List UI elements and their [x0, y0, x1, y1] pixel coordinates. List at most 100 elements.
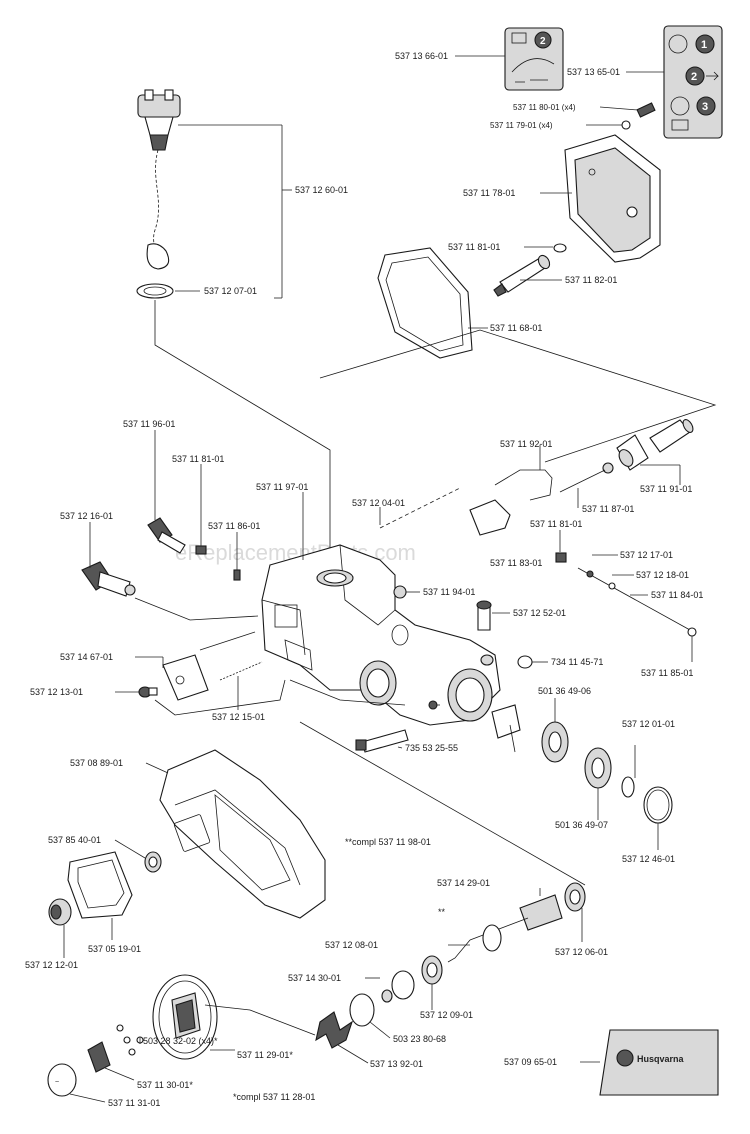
seal-40 — [144, 851, 162, 873]
label-537-12-07-01: 537 12 07-01 — [204, 286, 257, 296]
label-537-11-30-01: 537 11 30-01* — [137, 1080, 193, 1090]
svg-text:2: 2 — [691, 71, 697, 83]
nut-81-c — [555, 552, 567, 563]
label-compl-537-11-28-01: *compl 537 11 28-01 — [233, 1092, 315, 1102]
label-537-14-29-01: 537 14 29-01 — [437, 878, 490, 888]
cap-12 — [48, 898, 72, 926]
plug-94 — [393, 585, 407, 599]
bolt-25-55 — [355, 729, 409, 753]
plate-19 — [67, 851, 133, 919]
label-537-08-89-01: 537 08 89-01 — [70, 758, 123, 768]
label-537-11-29-01: 537 11 29-01* — [237, 1050, 293, 1060]
label-537-11-79-01: 537 11 79-01 (x4) — [490, 121, 553, 130]
svg-text:2: 2 — [540, 36, 546, 47]
o-ring-81 — [553, 243, 567, 253]
label-537-12-16-01: 537 12 16-01 — [60, 511, 113, 521]
label-537-12-17-01: 537 12 17-01 — [620, 550, 673, 560]
label-double-star: ** — [438, 907, 446, 917]
decal-65: 1 2 3 — [663, 25, 723, 139]
fitting-96 — [147, 517, 186, 554]
label-537-12-01-01: 537 12 01-01 — [622, 719, 675, 729]
valve-91 — [602, 419, 694, 474]
label-537-11-87-01: 537 11 87-01 — [582, 504, 634, 514]
rod-87 — [559, 469, 606, 493]
bearing-07 — [584, 747, 612, 789]
label-537-09-65-01: 537 09 65-01 — [504, 1057, 557, 1067]
chain — [146, 149, 170, 270]
label-501-36-49-07: 501 36 49-07 — [555, 820, 608, 830]
label-537-11-31-01: 537 11 31-01 — [108, 1098, 160, 1108]
seal-ring-07 — [136, 283, 174, 299]
spring-15 — [219, 661, 263, 681]
label-537-11-68-01: 537 11 68-01 — [490, 323, 542, 333]
shaft-82 — [493, 254, 551, 297]
label-537-11-83-01: 537 11 83-01 — [490, 558, 542, 568]
shaft-29 — [469, 894, 563, 941]
bracket-67 — [162, 654, 209, 701]
washer-79 — [621, 120, 631, 130]
gasket-68 — [377, 247, 473, 359]
o-ring-46 — [643, 786, 673, 824]
pump-body — [261, 544, 501, 726]
label-537-14-67-01: 537 14 67-01 — [60, 652, 113, 662]
u-bracket-92 — [469, 469, 553, 536]
label-537-11-84-01: 537 11 84-01 — [651, 590, 703, 600]
label-537-12-15-01: 537 12 15-01 — [212, 712, 265, 722]
filler-cap — [137, 89, 181, 151]
screw-52 — [476, 600, 492, 631]
label-537-14-30-01: 537 14 30-01 — [288, 973, 341, 983]
nozzle-16 — [81, 561, 136, 597]
label-537-12-13-01: 537 12 13-01 — [30, 687, 83, 697]
washer-45-71 — [517, 655, 533, 669]
bolts-32-02 — [116, 1024, 144, 1056]
decal-66: 2 — [504, 27, 564, 91]
label-537-11-81-01-a: 537 11 81-01 — [448, 242, 500, 252]
label-537-12-12-01: 537 12 12-01 — [25, 960, 78, 970]
label-537-05-19-01: 537 05 19-01 — [88, 944, 141, 954]
label-537-12-09-01: 537 12 09-01 — [420, 1010, 473, 1020]
label-537-12-46-01: 537 12 46-01 — [622, 854, 675, 864]
ring-01 — [621, 776, 635, 798]
side-cover-89 — [159, 749, 326, 919]
brand-name: Husqvarna — [637, 1054, 685, 1064]
label-537-11-96-01: 537 11 96-01 — [123, 419, 175, 429]
cap-31: ~ — [47, 1063, 77, 1097]
label-537-13-65-01: 537 13 65-01 — [567, 67, 620, 77]
impeller-92 — [315, 1011, 354, 1049]
label-537-11-86-01: 537 11 86-01 — [208, 521, 260, 531]
label-537-12-18-01: 537 12 18-01 — [636, 570, 689, 580]
label-537-12-06-01: 537 12 06-01 — [555, 947, 608, 957]
label-537-85-40-01: 537 85 40-01 — [48, 835, 101, 845]
label-537-11-92-01: 537 11 92-01 — [500, 439, 552, 449]
label-537-11-81-01-c: 537 11 81-01 — [530, 519, 582, 529]
bearing-06 — [541, 721, 569, 763]
label-537-12-08-01: 537 12 08-01 — [325, 940, 378, 950]
gear-cover — [564, 134, 661, 263]
pipe-04 — [379, 487, 461, 529]
label-503-23-80-68: 503 23 80-68 — [393, 1034, 446, 1044]
svg-text:1: 1 — [701, 39, 707, 51]
label-537-11-81-01-b: 537 11 81-01 — [172, 454, 224, 464]
label-537-11-78-01: 537 11 78-01 — [463, 188, 515, 198]
screw-80 — [636, 102, 656, 118]
label-503-28-32-02: 503 28 32-02 (x4)* — [143, 1036, 218, 1046]
label-734-11-45-71: 734 11 45-71 — [551, 657, 603, 667]
rod-84 — [577, 567, 697, 637]
label-537-13-92-01: 537 13 92-01 — [370, 1059, 423, 1069]
label-501-36-49-06: 501 36 49-06 — [538, 686, 591, 696]
bearing-12-06 — [564, 882, 586, 912]
screw-13 — [138, 686, 158, 698]
brand-decal: Husqvarna — [599, 1029, 719, 1096]
label-537-11-85-01: 537 11 85-01 — [641, 668, 693, 678]
label-537-11-94-01: 537 11 94-01 — [423, 587, 475, 597]
label-537-11-97-01: 537 11 97-01 — [256, 482, 308, 492]
label-537-12-04-01: 537 12 04-01 — [352, 498, 405, 508]
label-537-13-66-01: 537 13 66-01 — [395, 51, 448, 61]
label-537-12-60-01: 537 12 60-01 — [295, 185, 348, 195]
hub-30 — [87, 1041, 111, 1073]
bearing-09 — [421, 955, 443, 985]
label-537-11-91-01: 537 11 91-01 — [640, 484, 692, 494]
bolt-61 — [195, 545, 207, 555]
shaft-hub — [491, 704, 521, 753]
